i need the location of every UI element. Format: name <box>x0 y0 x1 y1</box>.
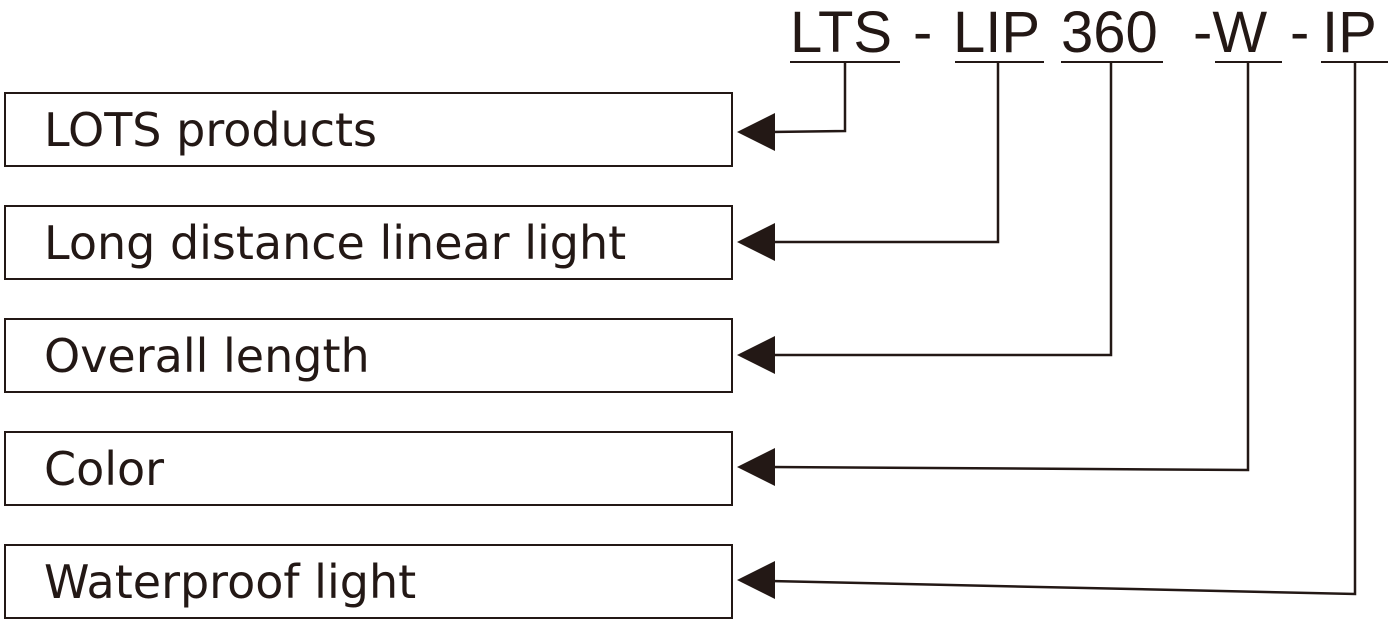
arrowhead-length <box>737 336 775 374</box>
arrowhead-color <box>737 448 775 486</box>
code-segment-length: 360 <box>1061 0 1158 65</box>
code-segment-ip: IP <box>1322 0 1377 65</box>
model-code: LTS - LIP 360 -W - IP <box>790 0 1388 65</box>
leader-ip <box>769 62 1357 596</box>
label-lots-products: LOTS products <box>44 103 377 157</box>
box-waterproof-light <box>4 544 733 619</box>
code-segment-lip: LIP <box>953 0 1040 65</box>
leader-lip <box>770 62 1000 244</box>
arrowhead-lts <box>737 113 775 151</box>
box-lots-products <box>4 92 733 167</box>
box-overall-length <box>4 318 733 393</box>
code-separator-1: - <box>913 0 932 65</box>
label-boxes: LOTS products Long distance linear light… <box>4 92 733 619</box>
label-color: Color <box>44 442 164 496</box>
leader-length <box>770 62 1113 357</box>
leader-color <box>769 62 1250 472</box>
box-long-distance-linear-light <box>4 205 733 280</box>
box-color <box>4 431 733 506</box>
code-segment-color: -W <box>1193 0 1267 65</box>
leader-lts <box>769 62 847 134</box>
label-overall-length: Overall length <box>44 329 370 383</box>
label-long-distance-linear-light: Long distance linear light <box>44 216 626 270</box>
leader-lines <box>737 62 1357 599</box>
code-segment-lts: LTS <box>790 0 892 65</box>
arrowhead-ip <box>737 561 775 599</box>
label-waterproof-light: Waterproof light <box>44 555 416 609</box>
code-separator-2: - <box>1290 0 1309 65</box>
arrowhead-lip <box>737 223 775 261</box>
